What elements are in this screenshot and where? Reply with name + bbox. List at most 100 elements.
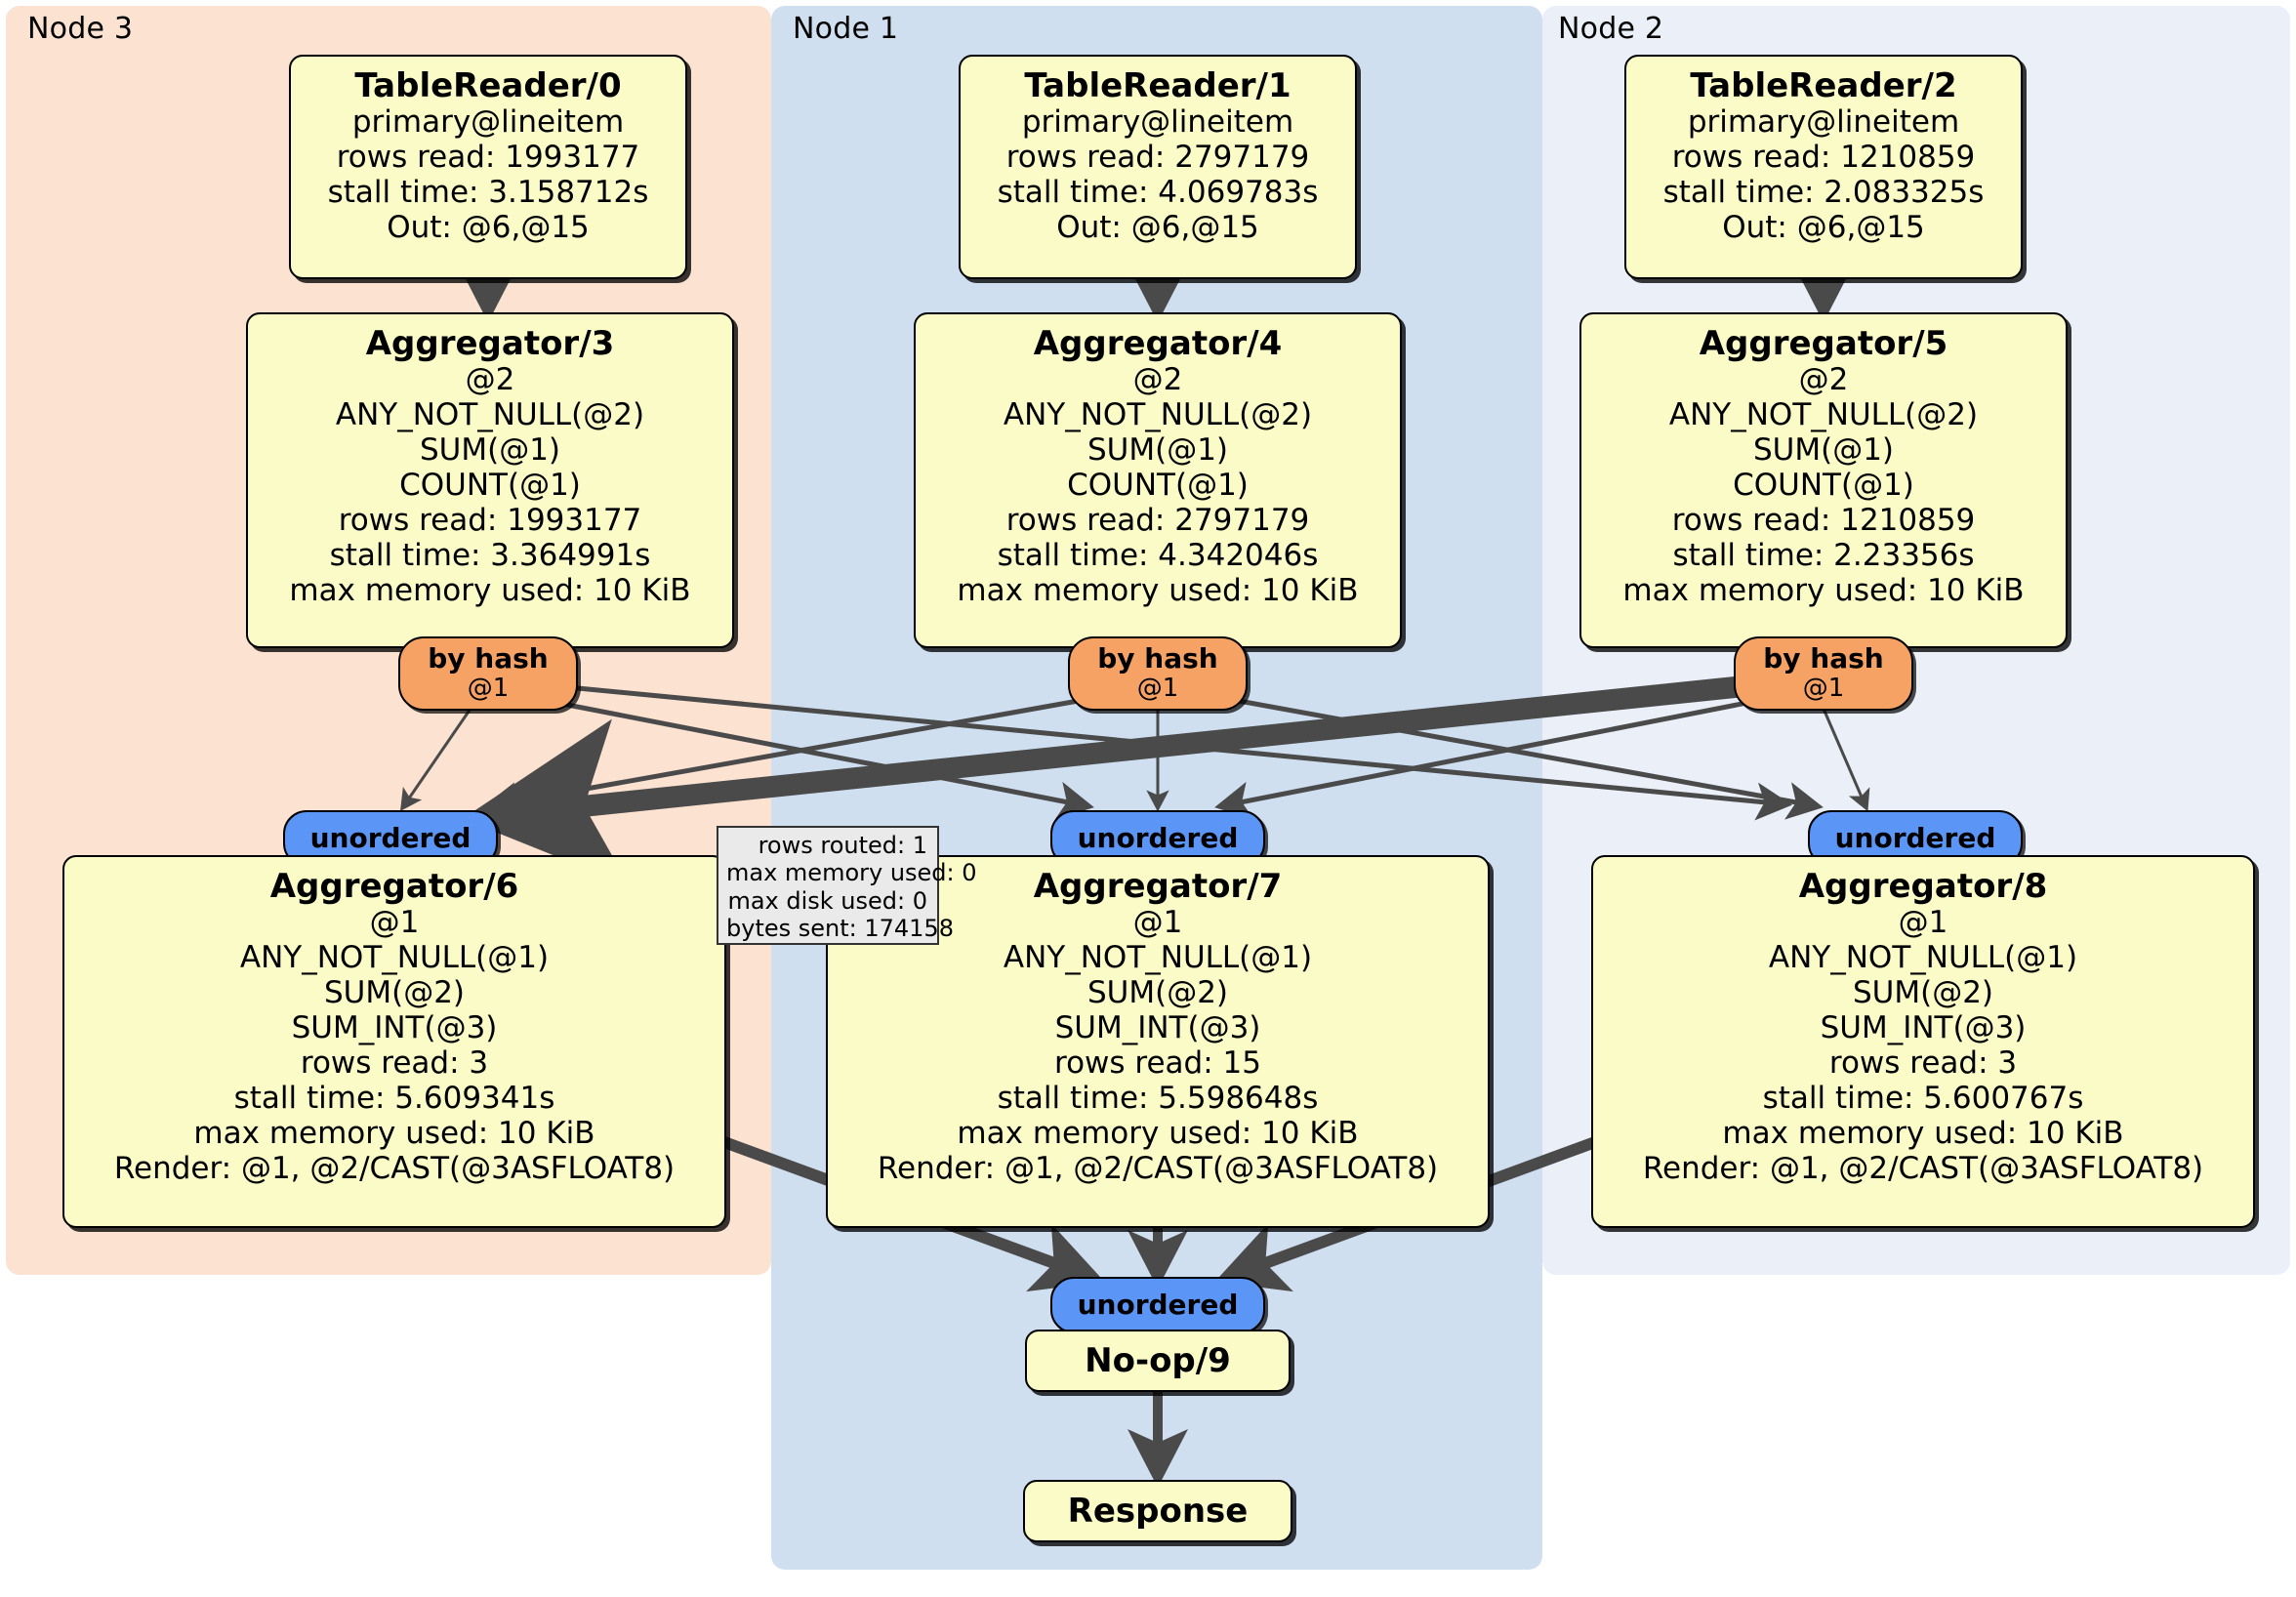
- operator-detail: primary@lineitem: [351, 104, 625, 141]
- operator-render: Render: @1, @2/CAST(@3ASFLOAT8): [113, 1150, 676, 1186]
- operator-detail: stall time: 5.600767s: [1762, 1080, 2084, 1116]
- operator-detail: max memory used: 10 KiB: [1622, 572, 2025, 608]
- operator-detail: SUM(@1): [1752, 432, 1895, 469]
- hash-router-node2[interactable]: by hash @1: [1734, 636, 1913, 711]
- operator-title: Aggregator/3: [365, 324, 615, 363]
- operator-detail: max memory used: 10 KiB: [289, 572, 691, 608]
- operator-box-aggregator-8[interactable]: Aggregator/8 @1 ANY_NOT_NULL(@1) SUM(@2)…: [1591, 855, 2255, 1228]
- operator-detail: stall time: 2.23356s: [1672, 537, 1975, 573]
- synchronizer-label: unordered: [309, 821, 472, 854]
- synchronizer-unordered-node2[interactable]: unordered: [1808, 810, 2023, 867]
- operator-detail: rows read: 1993177: [336, 140, 640, 176]
- operator-detail: ANY_NOT_NULL(@2): [1668, 397, 1979, 433]
- node-panel-label-node1: Node 1: [793, 12, 899, 46]
- operator-detail: SUM(@2): [1852, 975, 1994, 1011]
- operator-detail: max memory used: 10 KiB: [957, 1115, 1359, 1151]
- operator-detail: stall time: 3.364991s: [329, 537, 651, 573]
- operator-detail: max memory used: 10 KiB: [1722, 1115, 2124, 1151]
- operator-title: Aggregator/7: [1033, 867, 1283, 906]
- operator-detail: max memory used: 10 KiB: [193, 1115, 595, 1151]
- operator-box-aggregator-4[interactable]: Aggregator/4 @2 ANY_NOT_NULL(@2) SUM(@1)…: [914, 312, 1402, 648]
- operator-title: TableReader/2: [1690, 66, 1957, 105]
- operator-detail: rows read: 1210859: [1671, 140, 1976, 176]
- operator-box-aggregator-3[interactable]: Aggregator/3 @2 ANY_NOT_NULL(@2) SUM(@1)…: [246, 312, 734, 648]
- operator-title: TableReader/0: [354, 66, 622, 105]
- operator-detail: SUM(@2): [1086, 975, 1229, 1011]
- operator-detail: SUM_INT(@3): [1054, 1009, 1261, 1045]
- tooltip-max-disk-used: max disk used: 0: [727, 886, 927, 915]
- operator-detail: @2: [1132, 362, 1183, 398]
- hash-router-label: by hash: [1097, 642, 1218, 676]
- operator-box-aggregator-6[interactable]: Aggregator/6 @1 ANY_NOT_NULL(@1) SUM(@2)…: [62, 855, 726, 1228]
- node-panel-label-node2: Node 2: [1558, 12, 1664, 46]
- operator-detail: stall time: 4.342046s: [997, 537, 1319, 573]
- operator-title: Aggregator/5: [1699, 324, 1948, 363]
- operator-detail: SUM_INT(@3): [1820, 1009, 2027, 1045]
- operator-detail: COUNT(@1): [1067, 467, 1249, 503]
- operator-detail: stall time: 4.069783s: [997, 175, 1319, 211]
- hash-router-column: @1: [1136, 674, 1179, 704]
- operator-title: Aggregator/4: [1033, 324, 1283, 363]
- operator-detail: @1: [1898, 905, 1948, 941]
- operator-detail: ANY_NOT_NULL(@2): [335, 397, 645, 433]
- operator-detail: rows read: 3: [300, 1044, 489, 1081]
- operator-title: No-op/9: [1085, 1340, 1231, 1380]
- operator-title: Response: [1067, 1491, 1249, 1531]
- operator-detail: SUM_INT(@3): [291, 1009, 498, 1045]
- operator-detail: stall time: 5.609341s: [233, 1080, 555, 1116]
- operator-box-response[interactable]: Response: [1023, 1480, 1292, 1542]
- operator-detail: Out: @6,@15: [1722, 209, 1925, 245]
- hash-router-label: by hash: [1763, 642, 1884, 676]
- hash-router-node1[interactable]: by hash @1: [1068, 636, 1248, 711]
- operator-detail: COUNT(@1): [1733, 467, 1914, 503]
- operator-detail: SUM(@1): [419, 432, 561, 469]
- operator-detail: rows read: 2797179: [1005, 502, 1310, 538]
- operator-detail: stall time: 5.598648s: [997, 1080, 1319, 1116]
- operator-render: Render: @1, @2/CAST(@3ASFLOAT8): [877, 1150, 1439, 1186]
- operator-detail: rows read: 1993177: [338, 502, 642, 538]
- operator-title: Aggregator/6: [269, 867, 519, 906]
- synchronizer-label: unordered: [1077, 821, 1239, 854]
- operator-detail: ANY_NOT_NULL(@1): [239, 940, 550, 976]
- operator-box-aggregator-7[interactable]: Aggregator/7 @1 ANY_NOT_NULL(@1) SUM(@2)…: [826, 855, 1490, 1228]
- operator-detail: rows read: 15: [1054, 1044, 1261, 1081]
- synchronizer-label: unordered: [1077, 1288, 1239, 1321]
- tooltip-max-memory-used: max memory used: 0: [726, 859, 977, 887]
- operator-detail: ANY_NOT_NULL(@2): [1003, 397, 1313, 433]
- operator-detail: stall time: 3.158712s: [327, 175, 649, 211]
- operator-detail: primary@lineitem: [1687, 104, 1960, 141]
- operator-detail: SUM(@2): [323, 975, 466, 1011]
- operator-detail: @1: [369, 905, 420, 941]
- operator-box-noop-9[interactable]: No-op/9: [1025, 1330, 1291, 1392]
- operator-detail: ANY_NOT_NULL(@1): [1003, 940, 1313, 976]
- operator-detail: rows read: 3: [1828, 1044, 2018, 1081]
- operator-detail: stall time: 2.083325s: [1662, 175, 1985, 211]
- operator-detail: rows read: 1210859: [1671, 502, 1976, 538]
- operator-detail: max memory used: 10 KiB: [957, 572, 1359, 608]
- operator-detail: @2: [465, 362, 515, 398]
- hash-router-label: by hash: [428, 642, 549, 676]
- hash-router-column: @1: [1802, 674, 1845, 704]
- hash-router-node3[interactable]: by hash @1: [398, 636, 578, 711]
- operator-box-tablereader-2[interactable]: TableReader/2 primary@lineitem rows read…: [1624, 55, 2023, 279]
- operator-detail: @2: [1798, 362, 1849, 398]
- hash-router-column: @1: [467, 674, 510, 704]
- tooltip-rows-routed: rows routed: 1: [758, 832, 927, 859]
- operator-box-tablereader-0[interactable]: TableReader/0 primary@lineitem rows read…: [289, 55, 687, 279]
- operator-detail: SUM(@1): [1086, 432, 1229, 469]
- node-panel-label-node3: Node 3: [27, 12, 134, 46]
- synchronizer-unordered-final[interactable]: unordered: [1050, 1277, 1265, 1333]
- operator-detail: Out: @6,@15: [1056, 209, 1259, 245]
- operator-detail: ANY_NOT_NULL(@1): [1768, 940, 2078, 976]
- synchronizer-label: unordered: [1834, 821, 1996, 854]
- operator-title: Aggregator/8: [1798, 867, 2048, 906]
- operator-box-tablereader-1[interactable]: TableReader/1 primary@lineitem rows read…: [959, 55, 1357, 279]
- operator-title: TableReader/1: [1024, 66, 1292, 105]
- edge-stats-tooltip: rows routed: 1 max memory used: 0 max di…: [717, 826, 977, 945]
- operator-detail: COUNT(@1): [399, 467, 581, 503]
- operator-detail: primary@lineitem: [1021, 104, 1294, 141]
- tooltip-bytes-sent: bytes sent: 174158: [726, 914, 954, 942]
- operator-detail: rows read: 2797179: [1005, 140, 1310, 176]
- operator-box-aggregator-5[interactable]: Aggregator/5 @2 ANY_NOT_NULL(@2) SUM(@1)…: [1579, 312, 2068, 648]
